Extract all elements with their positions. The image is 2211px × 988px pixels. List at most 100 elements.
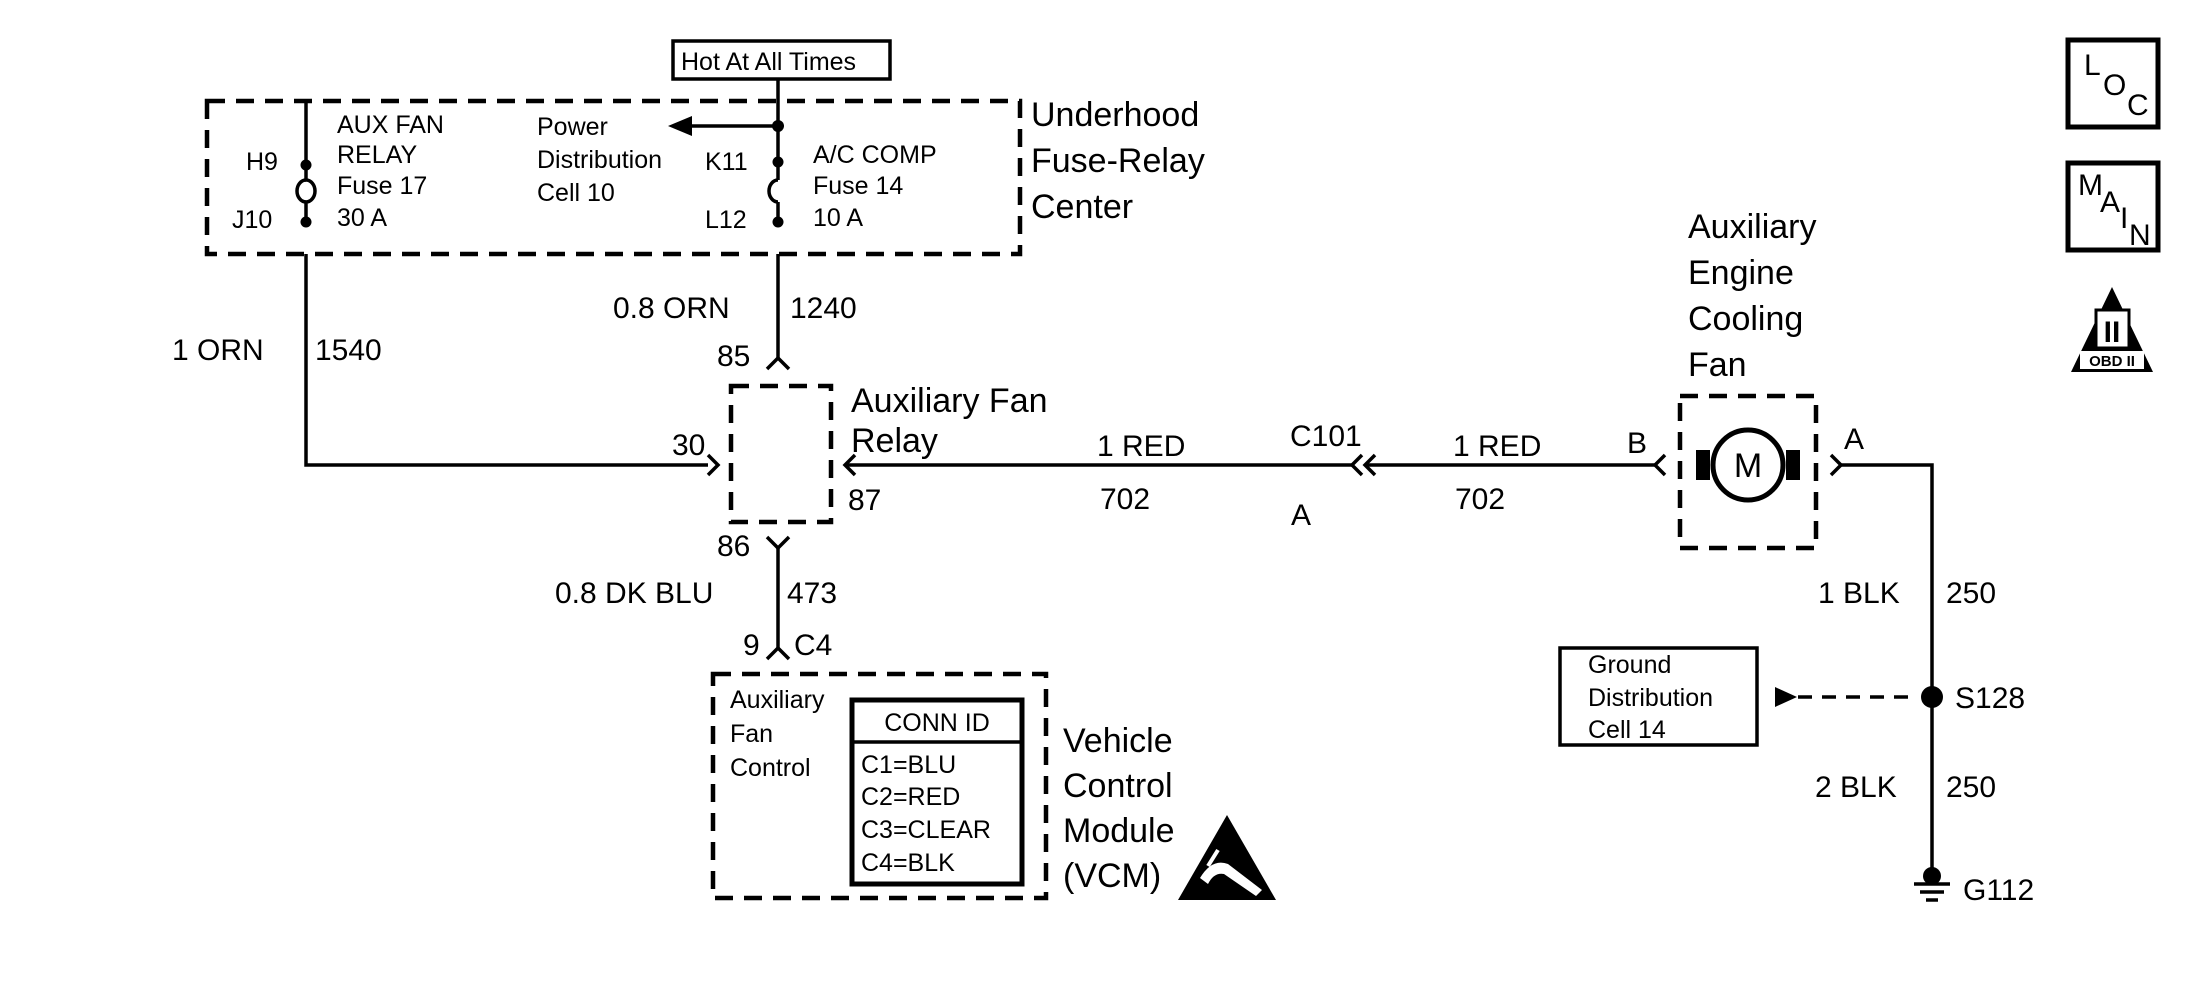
wire-702-right-circuit: 702 xyxy=(1455,483,1505,516)
pin-30-label: 30 xyxy=(672,429,705,462)
obd-label: OBD II xyxy=(2089,353,2135,370)
fan-title-1: Auxiliary xyxy=(1688,208,1816,246)
loc-letter-2: O xyxy=(2103,69,2126,102)
relay-outline xyxy=(728,383,834,525)
wire-473: 0.8 DK BLU 473 9 C4 xyxy=(555,548,837,662)
loc-letter-1: L xyxy=(2084,49,2101,82)
fan-title-3: Cooling xyxy=(1688,300,1803,338)
vcm-outline xyxy=(710,671,1049,901)
vcm-function-1: Auxiliary xyxy=(730,686,825,714)
wire-250-lower-circuit: 250 xyxy=(1946,771,1996,804)
splice-dot-icon xyxy=(1921,686,1943,708)
wire-1540-color: 1 ORN xyxy=(172,334,264,367)
power-distribution-line-3: Cell 10 xyxy=(537,179,615,207)
relay-title-1: Auxiliary Fan xyxy=(851,382,1048,420)
wire-1240-circuit: 1240 xyxy=(790,292,857,325)
pin-86-connector xyxy=(765,535,791,551)
wire-473-circuit: 473 xyxy=(787,577,837,610)
terminal-k11: K11 xyxy=(705,148,748,176)
loc-letter-3: C xyxy=(2127,89,2149,122)
hot-label-text: Hot At All Times xyxy=(681,48,856,76)
conn-id-table: CONN ID C1=BLU C2=RED C3=CLEAR C4=BLK xyxy=(849,697,1025,887)
wire-250: 1 BLK 250 2 BLK 250 xyxy=(1815,463,1996,873)
vcm-title-3: Module xyxy=(1063,812,1175,850)
fan-title-2: Engine xyxy=(1688,254,1794,292)
motor-icon xyxy=(1710,427,1786,503)
power-distribution-reference: Power Distribution Cell 10 xyxy=(537,113,778,207)
ground-g112: G112 xyxy=(1914,867,2034,907)
relay-title-2: Relay xyxy=(851,422,938,460)
splice-s128: S128 xyxy=(1775,682,2025,715)
wire-473-color: 0.8 DK BLU xyxy=(555,577,713,610)
main-letter-3: I xyxy=(2120,202,2128,235)
esd-warning-icon xyxy=(1178,815,1276,900)
motor-symbol: M xyxy=(1734,447,1762,485)
terminal-j10: J10 xyxy=(232,206,272,234)
loc-badge[interactable]: L O C xyxy=(2065,37,2161,130)
fan-outline xyxy=(1677,393,1819,551)
conn-id-row-1: C1=BLU xyxy=(861,751,956,779)
vcm-title-4: (VCM) xyxy=(1063,857,1161,895)
ac-comp-fuse: K11 L12 A/C COMP Fuse 14 10 A xyxy=(705,79,937,234)
wire-702: 1 RED 702 1 RED 702 xyxy=(845,430,1655,516)
vcm-connector-label: C4 xyxy=(794,629,832,662)
aux-fan-relay-fuse: H9 J10 AUX FAN RELAY Fuse 17 30 A xyxy=(232,101,444,234)
fan-title-4: Fan xyxy=(1688,346,1747,384)
pin-86-label: 86 xyxy=(717,530,750,563)
main-letter-1: M xyxy=(2078,169,2103,202)
pin-85-connector xyxy=(765,355,791,371)
aux-fan-fuse-line-2: RELAY xyxy=(337,141,417,169)
fan-pin-a-label: A xyxy=(1844,423,1864,456)
ac-comp-fuse-line-2: Fuse 14 xyxy=(813,172,903,200)
wire-1240-color: 0.8 ORN xyxy=(613,292,730,325)
vcm-pin-label: 9 xyxy=(743,629,760,662)
vcm-title-2: Control xyxy=(1063,767,1173,805)
wire-250-upper-color: 1 BLK xyxy=(1818,577,1900,610)
ground-distribution-reference: Ground Distribution Cell 14 xyxy=(1558,646,1759,747)
vcm-function-2: Fan xyxy=(730,720,773,748)
c101-name: C101 xyxy=(1290,420,1362,453)
ac-comp-fuse-line-3: 10 A xyxy=(813,204,863,232)
wire-1540: 1 ORN 1540 xyxy=(172,254,708,467)
vcm-pin-9-connector xyxy=(765,645,791,661)
underhood-fuse-relay-center: Underhood Fuse-Relay Center H9 J10 AUX F… xyxy=(204,79,1205,257)
c101-male-icon xyxy=(1362,453,1377,477)
wire-702-left-circuit: 702 xyxy=(1100,483,1150,516)
hot-at-all-times-label: Hot At All Times xyxy=(671,39,892,81)
ground-distribution-line-1: Ground xyxy=(1588,651,1671,679)
vcm-function-3: Control xyxy=(730,754,811,782)
wire-1240: 0.8 ORN 1240 xyxy=(613,254,857,358)
fan-pin-b-connector xyxy=(1652,453,1667,477)
terminal-l12: L12 xyxy=(705,206,747,234)
fuse-relay-center-title-1: Underhood xyxy=(1031,96,1199,134)
main-badge[interactable]: M A I N xyxy=(2065,160,2161,253)
wire-250-lower-color: 2 BLK xyxy=(1815,771,1897,804)
arrow-right-icon xyxy=(1775,687,1797,707)
ground-icon xyxy=(1914,882,1950,902)
aux-fan-fuse-line-1: AUX FAN xyxy=(337,111,444,139)
fuse-14-symbol xyxy=(767,178,779,204)
obd-numeral: II xyxy=(2104,316,2121,349)
wire-250-upper-circuit: 250 xyxy=(1946,577,1996,610)
terminal-h9: H9 xyxy=(246,148,278,176)
conn-id-row-3: C3=CLEAR xyxy=(861,816,991,844)
conn-id-row-2: C2=RED xyxy=(861,783,960,811)
fuse-relay-center-title-2: Fuse-Relay xyxy=(1031,142,1205,180)
vehicle-control-module: Auxiliary Fan Control CONN ID C1=BLU C2=… xyxy=(710,671,1276,901)
vcm-title-1: Vehicle xyxy=(1063,722,1173,760)
auxiliary-fan-relay: Auxiliary Fan Relay 85 30 87 86 xyxy=(672,340,1048,563)
ground-distribution-line-2: Distribution xyxy=(1588,684,1713,712)
fuse-relay-center-outline xyxy=(204,98,1023,257)
arrow-left-icon xyxy=(668,116,692,136)
ground-distribution-line-3: Cell 14 xyxy=(1588,716,1666,744)
ac-comp-fuse-line-1: A/C COMP xyxy=(813,141,937,169)
conn-id-row-4: C4=BLK xyxy=(861,849,955,877)
obd-ii-badge[interactable]: II OBD II xyxy=(2071,287,2153,372)
splice-name: S128 xyxy=(1955,682,2025,715)
aux-fan-fuse-line-4: 30 A xyxy=(337,204,387,232)
wire-1540-circuit: 1540 xyxy=(315,334,382,367)
c101-pin: A xyxy=(1291,499,1311,532)
fan-pin-b-label: B xyxy=(1627,427,1647,460)
main-letter-4: N xyxy=(2129,219,2151,252)
